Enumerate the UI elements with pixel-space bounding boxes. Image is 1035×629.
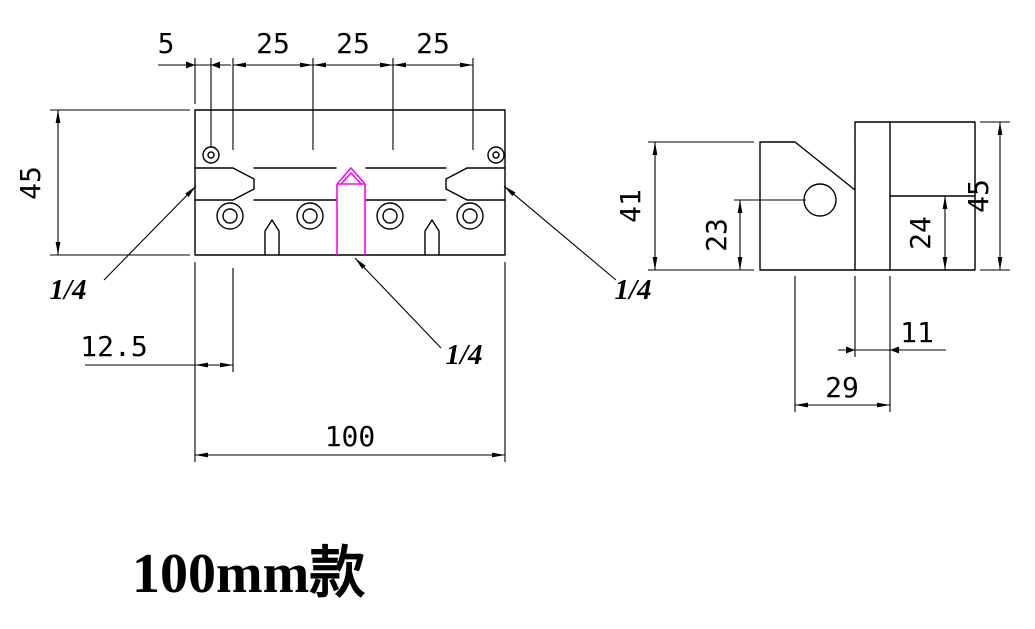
arrow-blade-left (846, 346, 855, 354)
dim-pitch-3-label: 25 (416, 27, 450, 60)
dim-edge-hole-label: 12.5 (80, 330, 147, 363)
dim-plate-height-label: 45 (14, 166, 47, 200)
thread-left-label: 1/4 (49, 274, 86, 306)
pointed-slot-right (424, 219, 440, 256)
dim-blade-thickness-label: 11 (900, 316, 934, 349)
dim-pitch-2-label: 25 (336, 27, 370, 60)
front-part-outline (194, 109, 506, 256)
arrow-offset-right (211, 61, 220, 69)
center-slot-roof-inner (340, 172, 362, 185)
dim-left-height-label: 41 (614, 189, 647, 223)
thread-center-label: 1/4 (445, 339, 482, 371)
bolt-hole-4-inner (462, 208, 478, 224)
dim-overall-height-label: 45 (962, 179, 995, 213)
leader-thread-left (103, 185, 197, 281)
leader-thread-right (503, 185, 617, 281)
dim-hole-center-height-label: 23 (700, 218, 733, 252)
bolt-hole-1 (216, 202, 244, 230)
top-left-screw-hole (202, 146, 220, 164)
dim-hole-offset-label: 5 (158, 27, 175, 60)
top-left-screw-hole-inner (207, 151, 215, 159)
dim-step-height-label: 24 (904, 216, 937, 250)
center-slot-highlight (336, 167, 366, 255)
bolt-hole-1-inner (222, 208, 238, 224)
top-right-screw-hole-inner (492, 151, 500, 159)
bolt-hole-2-inner (302, 208, 318, 224)
left-clamp-wedge (194, 167, 255, 201)
right-clamp-wedge (445, 167, 506, 201)
side-part-outline (759, 121, 976, 271)
bolt-hole-3 (376, 202, 404, 230)
side-body-outline (759, 121, 976, 271)
leader-thread-center (354, 257, 442, 349)
center-slot-roof-outer (336, 167, 366, 185)
dim-overall-width-label: 100 (325, 420, 376, 453)
drawing-title: 100mm款 (132, 543, 365, 605)
front-view: 5 25 25 25 45 12.5 100 1/4 1/4 1/4 (14, 27, 652, 462)
dim-base-width-label: 29 (825, 371, 859, 404)
side-view: 41 23 45 24 29 11 (614, 121, 1010, 412)
pointed-slot-left (264, 219, 280, 256)
bolt-hole-3-inner (382, 208, 398, 224)
side-dimensions: 41 23 45 24 29 11 (614, 121, 1010, 412)
dim-pitch-1-label: 25 (256, 27, 290, 60)
thread-right-label: 1/4 (614, 274, 651, 306)
thread-callouts: 1/4 1/4 1/4 (49, 185, 652, 371)
side-clamp-screw-hole (803, 183, 837, 217)
arrow-offset-left (186, 61, 195, 69)
arrow-blade-right (890, 346, 899, 354)
front-plate-body (194, 109, 506, 256)
bolt-hole-2 (296, 202, 324, 230)
top-right-screw-hole (487, 146, 505, 164)
bolt-hole-4 (456, 202, 484, 230)
front-dimensions: 5 25 25 25 45 12.5 100 (14, 27, 506, 462)
